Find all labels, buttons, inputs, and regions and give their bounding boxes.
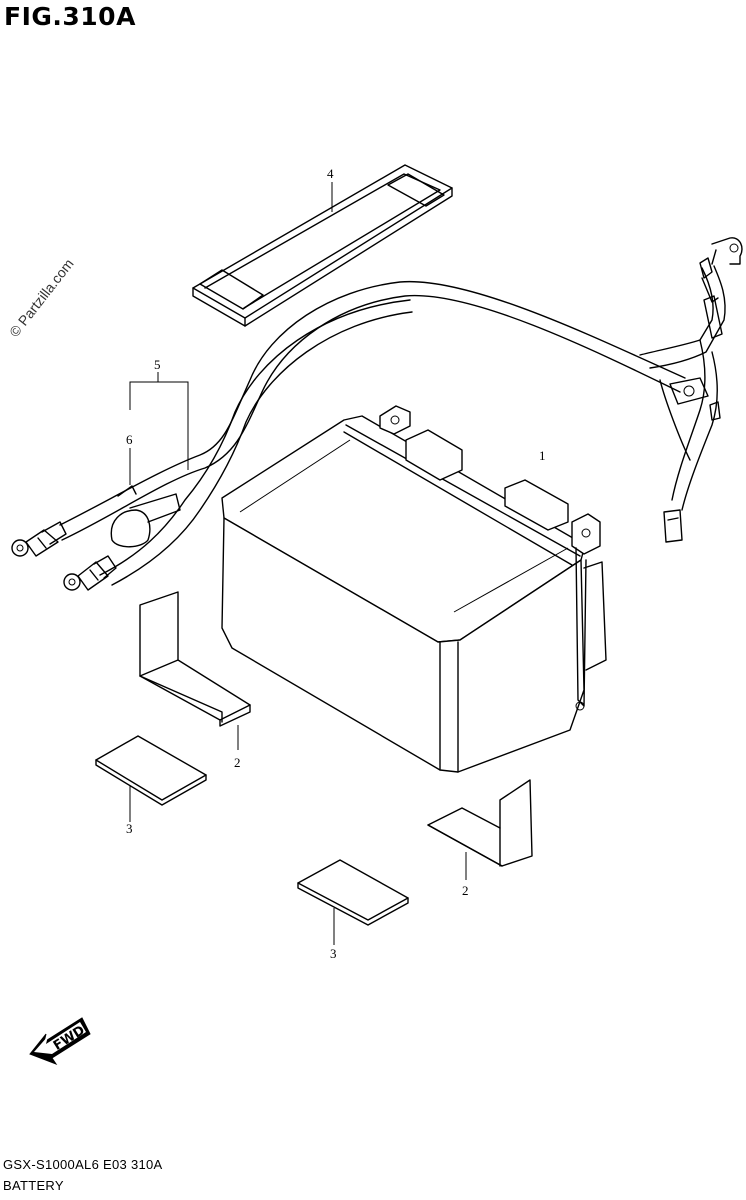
battery-strap[interactable] xyxy=(192,164,453,327)
callout-terminal-cover: 6 xyxy=(126,432,133,447)
callout-cable-set: 5 xyxy=(154,357,161,372)
figure-code: GSX-S1000AL6 E03 310A xyxy=(3,1157,163,1172)
pad-right[interactable] xyxy=(297,859,409,926)
callout-strap: 4 xyxy=(327,166,334,181)
battery[interactable] xyxy=(221,405,607,773)
callout-pad-right: 3 xyxy=(330,946,337,961)
terminal-cover[interactable] xyxy=(110,485,181,548)
callout-spacer-left: 2 xyxy=(234,755,241,770)
spacer-left[interactable] xyxy=(139,591,251,727)
spacer-right[interactable] xyxy=(427,779,533,867)
pad-left[interactable] xyxy=(95,735,207,806)
callout-pad-left: 3 xyxy=(126,821,133,836)
figure-name: BATTERY xyxy=(3,1178,64,1193)
figure-title: FIG.310A xyxy=(4,2,136,31)
callout-spacer-right: 2 xyxy=(462,883,469,898)
callout-battery: 1 xyxy=(539,448,546,463)
battery-cable-set[interactable] xyxy=(59,237,743,586)
cable-terminal-upper[interactable] xyxy=(11,521,67,557)
cable-terminal-lower[interactable] xyxy=(63,555,117,591)
leader-lines xyxy=(129,182,467,945)
fwd-arrow-icon: FWD xyxy=(29,1017,91,1066)
